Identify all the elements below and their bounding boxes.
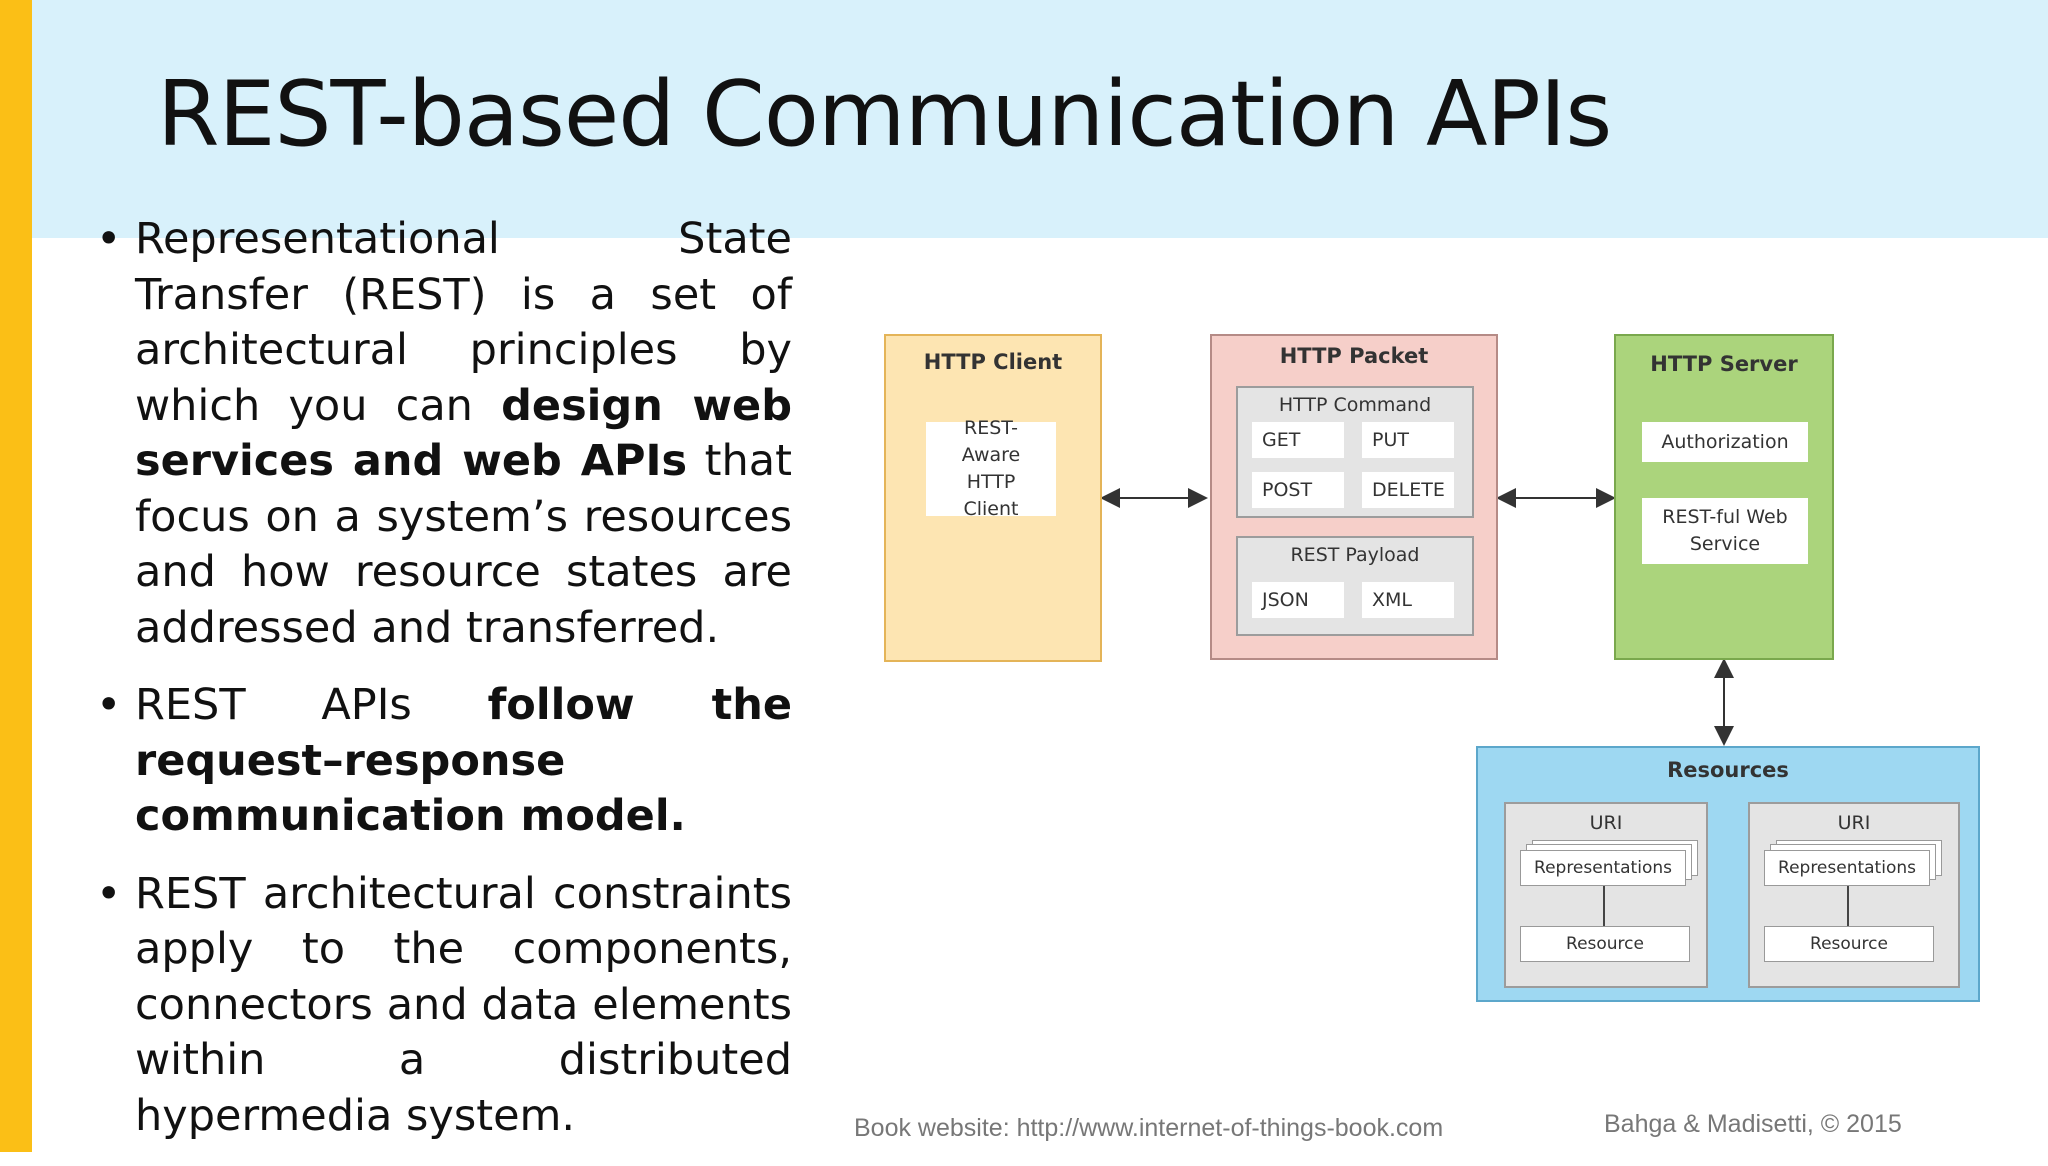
method-delete: DELETE xyxy=(1362,472,1454,508)
book-website-footer: Book website: http://www.internet-of-thi… xyxy=(854,1114,1444,1142)
rest-aware-client: REST-Aware HTTP Client xyxy=(926,417,1056,520)
title-band xyxy=(32,0,2048,238)
representations-box: Representations xyxy=(1764,850,1930,886)
payload-json: JSON xyxy=(1252,582,1344,618)
http-client-title: HTTP Client xyxy=(923,350,1063,374)
copyright-footer: Bahga & Madisetti, © 2015 xyxy=(1604,1110,1902,1138)
method-get: GET xyxy=(1252,422,1344,458)
bullet-item: Representational State Transfer (REST) i… xyxy=(96,212,792,656)
link-line xyxy=(1847,886,1849,926)
resource-item: Resource xyxy=(1764,926,1934,962)
uri-label: URI xyxy=(1837,812,1871,834)
representations-box: Representations xyxy=(1520,850,1686,886)
slide-title: REST-based Communication APIs xyxy=(157,62,1612,167)
bullet-list: Representational State Transfer (REST) i… xyxy=(96,212,792,1166)
bullet-text: Representational State Transfer (REST) i… xyxy=(135,214,792,431)
resource-group-2: URI Representations Resource xyxy=(1748,802,1960,988)
bullet-item: REST APIs follow the request–response co… xyxy=(96,678,792,845)
rest-payload-title: REST Payload xyxy=(1290,544,1420,566)
restful-web-service-box: REST-ful Web Service xyxy=(1642,498,1808,564)
bullet-text: that focus on a system’s resources and h… xyxy=(135,436,792,653)
rest-architecture-diagram: HTTP Client REST-Aware HTTP Client HTTP … xyxy=(880,330,1990,1010)
uri-label: URI xyxy=(1589,812,1623,834)
http-server-title: HTTP Server xyxy=(1650,352,1798,376)
http-command-group: HTTP Command GET PUT POST DELETE xyxy=(1236,386,1474,518)
method-put: PUT xyxy=(1362,422,1454,458)
bullet-text: REST APIs xyxy=(135,680,488,730)
http-client-box: HTTP Client REST-Aware HTTP Client xyxy=(884,334,1102,662)
http-server-box: HTTP Server Authorization REST-ful Web S… xyxy=(1614,334,1834,660)
accent-bar xyxy=(0,0,32,1152)
resources-title: Resources xyxy=(1667,758,1789,782)
bullet-bold-text: design web services and web APIs xyxy=(135,380,792,487)
bullet-text: REST architectural constraints apply to … xyxy=(135,868,792,1141)
bullet-item: REST architectural constraints apply to … xyxy=(96,867,792,1145)
http-command-title: HTTP Command xyxy=(1278,394,1432,416)
link-line xyxy=(1603,886,1605,926)
http-packet-title: HTTP Packet xyxy=(1279,344,1429,368)
method-post: POST xyxy=(1252,472,1344,508)
resource-group-1: URI Representations Resource xyxy=(1504,802,1708,988)
rest-payload-group: REST Payload JSON XML xyxy=(1236,536,1474,636)
resources-box: Resources URI Representations Resource U… xyxy=(1476,746,1980,1002)
connector-arrows xyxy=(1100,488,1734,746)
payload-xml: XML xyxy=(1362,582,1454,618)
authorization-box: Authorization xyxy=(1642,422,1808,462)
http-packet-box: HTTP Packet HTTP Command GET PUT POST DE… xyxy=(1210,334,1498,660)
bullet-bold-text: follow the request–response communicatio… xyxy=(135,680,792,841)
resource-item: Resource xyxy=(1520,926,1690,962)
